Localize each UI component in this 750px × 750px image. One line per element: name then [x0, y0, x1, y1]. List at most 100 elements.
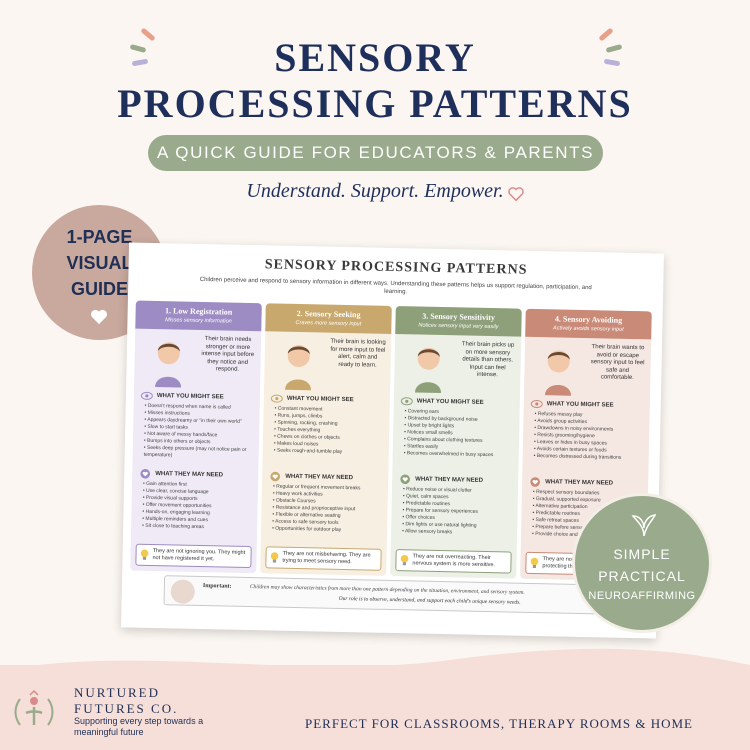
heart-icon — [91, 309, 107, 325]
need-label: WHAT THEY MAY NEED — [285, 473, 354, 482]
column-body: Their brain picks up on more sensory det… — [393, 334, 518, 576]
heart-icon — [140, 469, 151, 479]
leaf-icon — [631, 514, 657, 537]
list-item: Becomes overwhelmed in busy spaces — [404, 450, 514, 459]
list-item: Sit close to teaching areas — [142, 523, 252, 532]
important-note: Important: Children may show characteris… — [163, 575, 620, 615]
column-heading: 2. Sensory Seeking — [296, 308, 361, 320]
child-illustration — [155, 342, 182, 388]
heart-icon — [508, 187, 524, 202]
see-section-title: WHAT YOU MIGHT SEE — [530, 400, 643, 409]
column-description: Their brain picks up on more sensory det… — [461, 341, 515, 379]
need-label: WHAT THEY MAY NEED — [415, 476, 484, 484]
see-list: Refuses messy playAvoids group activitie… — [534, 411, 645, 462]
column-subheading: Craves more sensory input — [295, 319, 362, 328]
brand-logo — [14, 689, 54, 726]
heart-icon — [530, 477, 540, 487]
column-description: Their brain needs stronger or more inten… — [201, 336, 255, 373]
visual-guide-badge: 1-PAGE VISUAL GUIDE — [32, 205, 167, 340]
list-item: Allow sensory breaks — [402, 528, 512, 537]
see-label: WHAT YOU MIGHT SEE — [156, 393, 224, 401]
tagline: Understand. Support. Empower. — [246, 180, 504, 202]
footer-note-text: They are not overreacting. Their nervous… — [412, 553, 496, 569]
column-heading: 4. Sensory Avoiding — [554, 314, 623, 325]
lightbulb-icon — [400, 554, 409, 566]
eye-icon — [140, 391, 153, 400]
list-item: Seeks rough-and-tumble play — [274, 448, 384, 457]
need-list: Regular or frequent movement breaksHeavy… — [272, 484, 383, 535]
column-description: Their brain wants to avoid or escape sen… — [590, 344, 645, 382]
see-label: WHAT YOU MIGHT SEE — [416, 398, 484, 406]
column-body: Their brain needs stronger or more inten… — [133, 329, 258, 571]
footer-note-text: They are not ignoring you. They might no… — [152, 548, 246, 563]
heart-icon — [270, 471, 281, 482]
see-list: Doesn't respond when name is calledMisse… — [144, 403, 255, 461]
list-item: Becomes distressed during transitions — [534, 453, 644, 462]
brand-tagline: Supporting every step towards a meaningf… — [74, 716, 204, 737]
need-section-title: WHAT THEY MAY NEED — [269, 471, 381, 482]
badge-right-line1: SIMPLE — [613, 546, 671, 562]
column-footer-note: They are not ignoring you. They might no… — [135, 543, 252, 569]
column-heading: 1. Low Registration — [164, 306, 233, 317]
avatar — [170, 579, 196, 604]
column-body: Their brain is looking for more input to… — [263, 331, 388, 573]
column-footer-note: They are not misbehaving. They are tryin… — [265, 546, 382, 571]
neuroaffirming-badge: SIMPLE PRACTICAL NEUROAFFIRMING — [572, 493, 712, 633]
column-heading: 3. Sensory Sensitivity — [422, 311, 496, 323]
eye-icon — [400, 397, 413, 406]
eye-icon — [270, 394, 283, 403]
subtitle-pill: A QUICK GUIDE FOR EDUCATORS & PARENTS — [148, 135, 603, 171]
badge-right-line3: NEUROAFFIRMING — [588, 590, 696, 602]
badge-line3: GUIDE — [70, 279, 128, 299]
important-label: Important: — [202, 583, 232, 590]
guide-preview-sheet: SENSORY PROCESSING PATTERNS Children per… — [121, 242, 664, 639]
see-section-title: WHAT YOU MIGHT SEE — [140, 391, 253, 401]
badge-line1: 1-PAGE — [66, 227, 133, 247]
lightbulb-icon — [270, 552, 279, 563]
child-illustration — [285, 345, 312, 391]
heart-icon — [400, 474, 410, 485]
column-subheading: Misses sensory information — [165, 317, 232, 325]
list-item: Seeks deep pressure (may not notice pain… — [144, 445, 254, 461]
need-label: WHAT THEY MAY NEED — [545, 479, 614, 487]
badge-line2: VISUAL — [66, 253, 133, 273]
column-subheading: Notices sensory input very easily — [418, 322, 499, 331]
need-section-title: WHAT THEY MAY NEED — [399, 474, 511, 485]
perfect-for-text: PERFECT FOR CLASSROOMS, THERAPY ROOMS & … — [305, 716, 693, 731]
brand-name-line1: NURTURED — [74, 685, 160, 700]
list-item: Opportunities for outdoor play — [272, 525, 382, 534]
see-label: WHAT YOU MIGHT SEE — [546, 401, 614, 409]
need-section-title: WHAT THEY MAY NEED — [529, 477, 641, 487]
footer-note-text: They are not misbehaving. They are tryin… — [282, 550, 371, 566]
lightbulb-icon — [140, 549, 149, 560]
column-body: Their brain wants to avoid or escape sen… — [523, 337, 648, 579]
column-subheading: Actively avoids sensory input — [553, 325, 624, 333]
badge-right-line2: PRACTICAL — [598, 568, 686, 584]
brand-name: NURTURED FUTURES CO. — [74, 685, 178, 717]
see-section-title: WHAT YOU MIGHT SEE — [400, 397, 513, 406]
page-title-line2: PROCESSING PATTERNS — [117, 81, 633, 126]
need-list: Gain attention firstUse clear, concise l… — [142, 481, 253, 532]
see-list: Constant movementRuns, jumps, climbsSpin… — [274, 406, 385, 457]
eye-icon — [530, 400, 543, 409]
need-section-title: WHAT THEY MAY NEED — [139, 469, 251, 479]
column-description: Their brain is looking for more input to… — [330, 338, 386, 369]
child-illustration — [415, 347, 442, 394]
need-label: WHAT THEY MAY NEED — [155, 471, 224, 479]
sheet-intro: Children perceive and respond to sensory… — [199, 276, 592, 296]
column-footer-note: They are not naughty. They are protectin… — [525, 551, 642, 577]
need-list: Reduce noise or visual clutterQuiet, cal… — [402, 486, 513, 537]
child-illustration — [544, 350, 571, 396]
bottom-band — [0, 665, 750, 750]
brand-name-line2: FUTURES CO. — [74, 701, 179, 716]
lightbulb-icon — [530, 557, 539, 569]
